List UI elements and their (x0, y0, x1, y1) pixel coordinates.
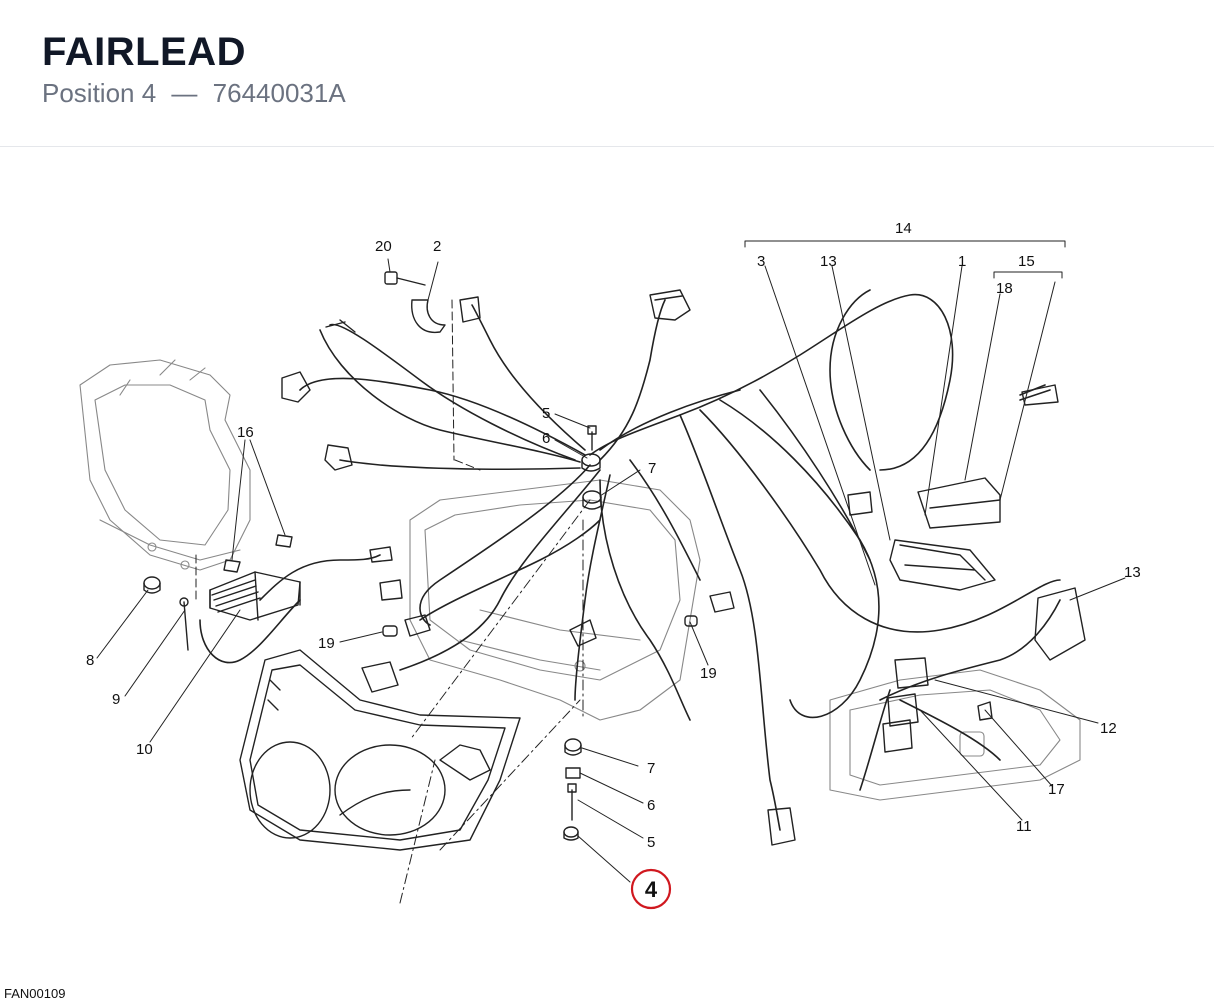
relay-box (889, 477, 1001, 591)
callout-11: 11 (1016, 818, 1032, 835)
callout-5b: 5 (647, 834, 655, 851)
page-header: FAIRLEAD Position 4 — 76440031A (0, 0, 1214, 147)
callout-12: 12 (1100, 720, 1117, 737)
fairing-frame-left (79, 359, 251, 571)
callout-19a: 19 (318, 635, 335, 652)
headlight-assembly (239, 649, 521, 851)
callout-15: 15 (1018, 253, 1035, 270)
callout-1: 1 (958, 253, 966, 270)
callout-16: 16 (237, 424, 254, 441)
callout-3: 3 (757, 253, 765, 270)
callout-13a: 13 (820, 253, 837, 270)
callout-7a: 7 (648, 460, 656, 477)
position-label: Position 4 (42, 78, 157, 108)
voltage-regulator (209, 571, 301, 621)
callout-13b: 13 (1124, 564, 1141, 581)
callout-labels: 20 2 14 3 13 1 15 18 16 5 6 7 13 19 19 8… (86, 220, 1141, 851)
callout-9: 9 (112, 691, 120, 708)
highlighted-callout-4[interactable]: 4 (630, 868, 672, 910)
callout-6b: 6 (647, 797, 655, 814)
headlight-support-frame (409, 479, 701, 721)
callout-4: 4 (645, 877, 658, 902)
highlight-ring (630, 868, 672, 910)
page-subtitle: Position 4 — 76440031A (42, 78, 354, 109)
exploded-parts-diagram: 20 2 14 3 13 1 15 18 16 5 6 7 13 19 19 8… (79, 220, 1141, 910)
callout-14: 14 (895, 220, 912, 237)
callout-8: 8 (86, 652, 94, 669)
wiring-harness (199, 289, 1061, 831)
callout-6a: 6 (542, 430, 550, 447)
callout-19b: 19 (700, 665, 717, 682)
callout-18: 18 (996, 280, 1013, 297)
harness-connectors (281, 289, 1086, 846)
callout-10: 10 (136, 741, 153, 758)
figure-code: FAN00109 (4, 986, 66, 1001)
page-title: FAIRLEAD (42, 30, 246, 74)
right-bracket-frame (829, 669, 1081, 801)
callout-2: 2 (433, 238, 441, 255)
callout-17: 17 (1048, 781, 1065, 798)
callout-5a: 5 (542, 405, 550, 422)
subtitle-separator: — (171, 78, 198, 108)
callout-20: 20 (375, 238, 392, 255)
leader-lines (96, 240, 1126, 904)
clamp-and-bolt (384, 271, 481, 334)
callout-7b: 7 (647, 760, 655, 777)
part-number: 76440031A (212, 78, 346, 108)
